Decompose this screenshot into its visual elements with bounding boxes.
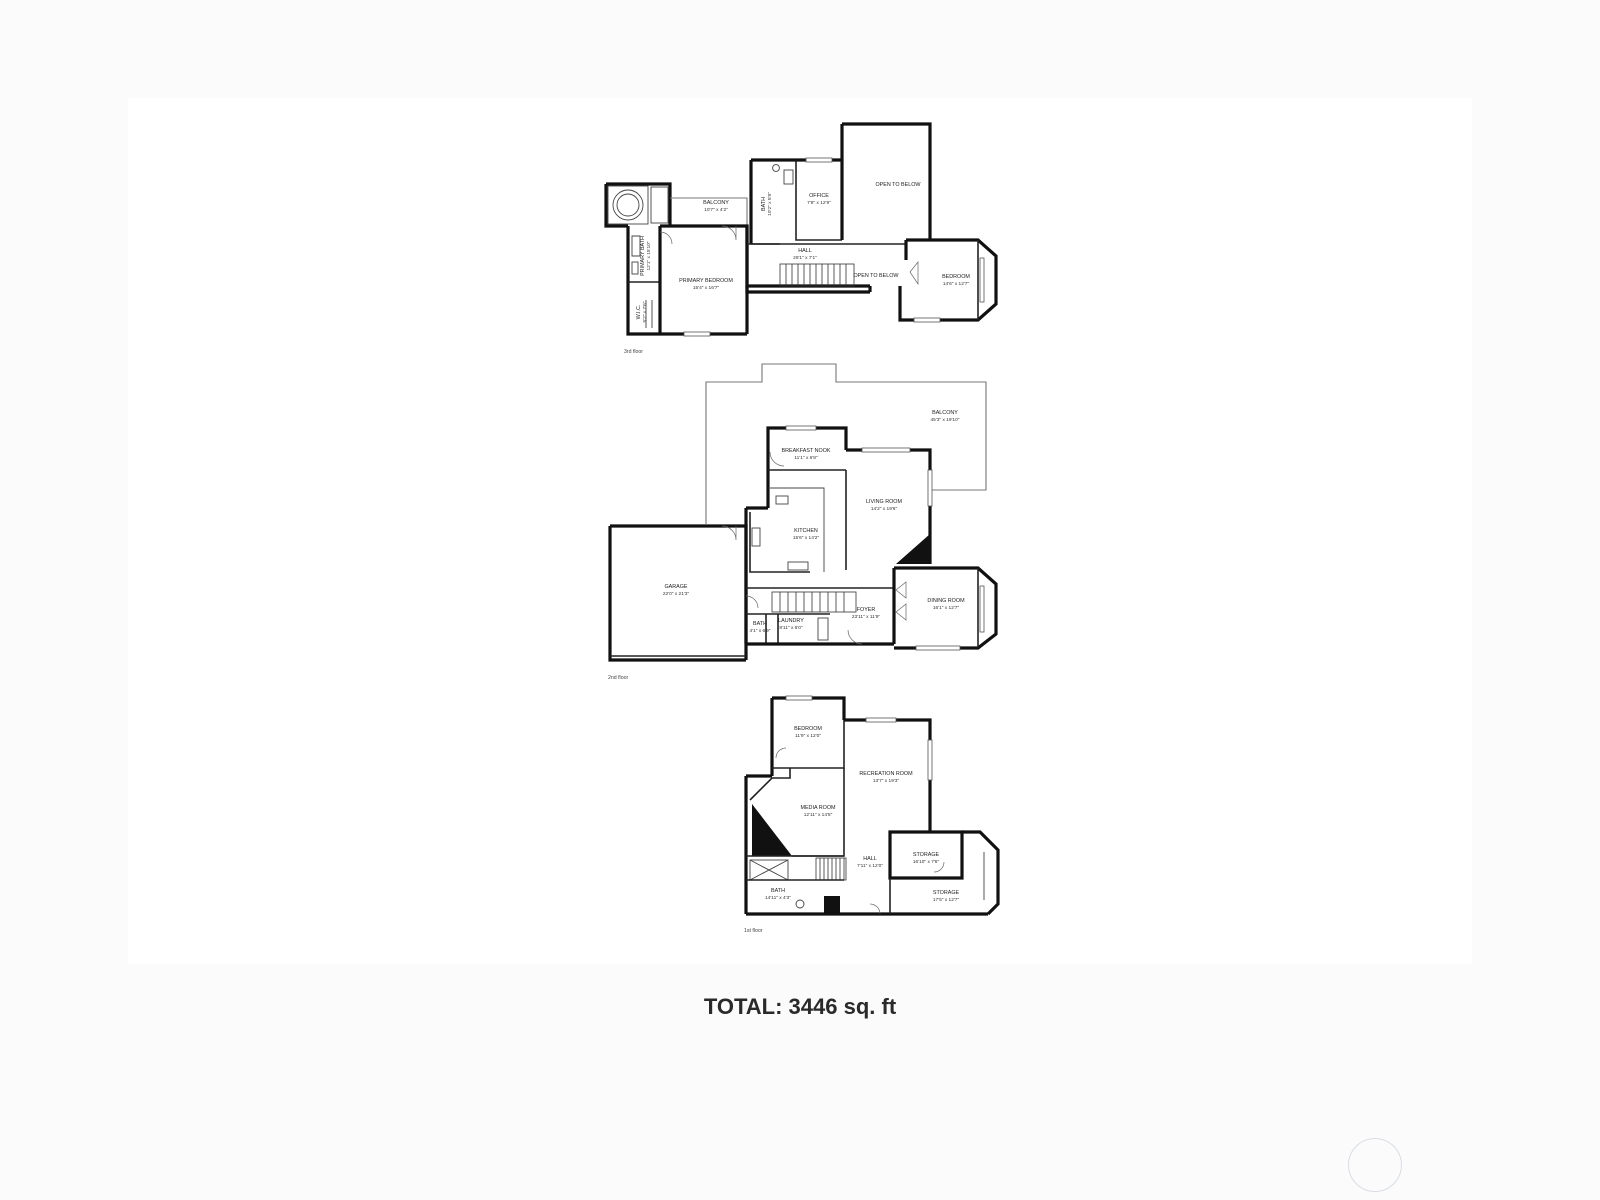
- dim-2f-kitchen: 15'6" x 14'2": [793, 535, 820, 541]
- label-3f-open-to-below-2: OPEN TO BELOW: [853, 273, 899, 279]
- label-3f-office: OFFICE: [809, 193, 829, 199]
- dim-1f-media-room: 12'11" x 14'5": [804, 812, 833, 818]
- label-3f-wic: W.I.C.: [636, 305, 642, 320]
- dim-2f-living-room: 14'2" x 19'6": [871, 506, 898, 512]
- label-3f-bath: BATH: [761, 197, 767, 211]
- watermark-circle: [1348, 1138, 1402, 1192]
- dim-2f-foyer: 23'11" x 11'9": [852, 614, 881, 620]
- label-3f-bedroom: BEDROOM: [942, 274, 970, 280]
- total-area: TOTAL: 3446 sq. ft: [703, 994, 897, 1019]
- dim-1f-recreation-room: 13'7" x 19'3": [873, 778, 900, 784]
- dim-1f-hall: 7'11" x 12'0": [857, 863, 883, 869]
- label-1f-storage-2: STORAGE: [933, 890, 960, 896]
- label-2f-foyer: FOYER: [857, 607, 876, 613]
- label-2f-garage: GARAGE: [664, 584, 687, 590]
- dim-1f-storage-2: 17'5" x 12'7": [933, 897, 960, 903]
- dim-2f-breakfast-nook: 11'1" x 6'8": [794, 455, 818, 461]
- dim-2f-laundry: 8'11" x 6'0": [779, 625, 803, 631]
- label-2f-living-room: LIVING ROOM: [866, 499, 902, 505]
- label-2f-kitchen: KITCHEN: [794, 528, 818, 534]
- label-2f-bath: BATH: [753, 621, 767, 627]
- label-2f-balcony: BALCONY: [932, 410, 958, 416]
- label-1f-bedroom: BEDROOM: [794, 726, 822, 732]
- label-1f-media-room: MEDIA ROOM: [800, 805, 836, 811]
- dim-2f-balcony: 45'3" x 19'10": [931, 417, 960, 423]
- third-floor-label: 3rd floor: [624, 349, 643, 355]
- second-floor-plan: BALCONY 45'3" x 19'10" BREAKFAST NOOK 11…: [608, 363, 998, 681]
- first-floor-plan: BEDROOM 11'9" x 12'0" RECREATION ROOM 13…: [744, 695, 1000, 934]
- dim-3f-bath: 10'2" x 5'9": [767, 192, 773, 216]
- dim-1f-bedroom: 11'9" x 12'0": [795, 733, 821, 739]
- label-3f-balcony: BALCONY: [703, 200, 729, 206]
- first-floor-label: 1st floor: [744, 928, 763, 934]
- second-floor-label: 2nd floor: [608, 675, 628, 681]
- label-2f-laundry: LAUNDRY: [778, 618, 804, 624]
- dim-2f-bath: 4'1" x 6'9": [750, 628, 771, 634]
- label-1f-bath: BATH: [771, 888, 785, 894]
- label-3f-primary-bath: PRIMARY BATH: [640, 236, 646, 276]
- dim-3f-bedroom: 14'6" x 12'7": [943, 281, 970, 287]
- third-floor-plan: BALCONY 10'7" x 4'2" BATH 10'2" x 5'9" O…: [604, 122, 998, 355]
- dim-1f-bath: 14'11" x 4'3": [765, 895, 791, 901]
- label-1f-recreation-room: RECREATION ROOM: [859, 771, 913, 777]
- plan-sheet: [128, 98, 1472, 964]
- dim-2f-garage: 22'0" x 21'3": [663, 591, 690, 597]
- dim-3f-hall: 28'1" x 7'1": [793, 255, 817, 261]
- dim-3f-balcony: 10'7" x 4'2": [704, 207, 728, 213]
- dim-3f-wic: 5'2" x 7'6": [642, 301, 648, 322]
- label-3f-hall: HALL: [798, 248, 812, 254]
- dim-3f-office: 7'8" x 12'9": [807, 200, 831, 206]
- label-1f-hall: HALL: [863, 856, 877, 862]
- dim-1f-storage-1: 16'10" x 7'6": [913, 859, 940, 865]
- dim-2f-dining-room: 16'1" x 12'7": [933, 605, 960, 611]
- label-3f-primary-bedroom: PRIMARY BEDROOM: [679, 278, 733, 284]
- dim-3f-primary-bath: 12'1" x 15'10": [646, 241, 652, 270]
- dim-3f-primary-bedroom: 15'4" x 16'7": [693, 285, 720, 291]
- label-3f-open-to-below-1: OPEN TO BELOW: [875, 182, 921, 188]
- label-2f-breakfast-nook: BREAKFAST NOOK: [781, 448, 830, 454]
- label-2f-dining-room: DINING ROOM: [927, 598, 965, 604]
- label-1f-storage-1: STORAGE: [913, 852, 940, 858]
